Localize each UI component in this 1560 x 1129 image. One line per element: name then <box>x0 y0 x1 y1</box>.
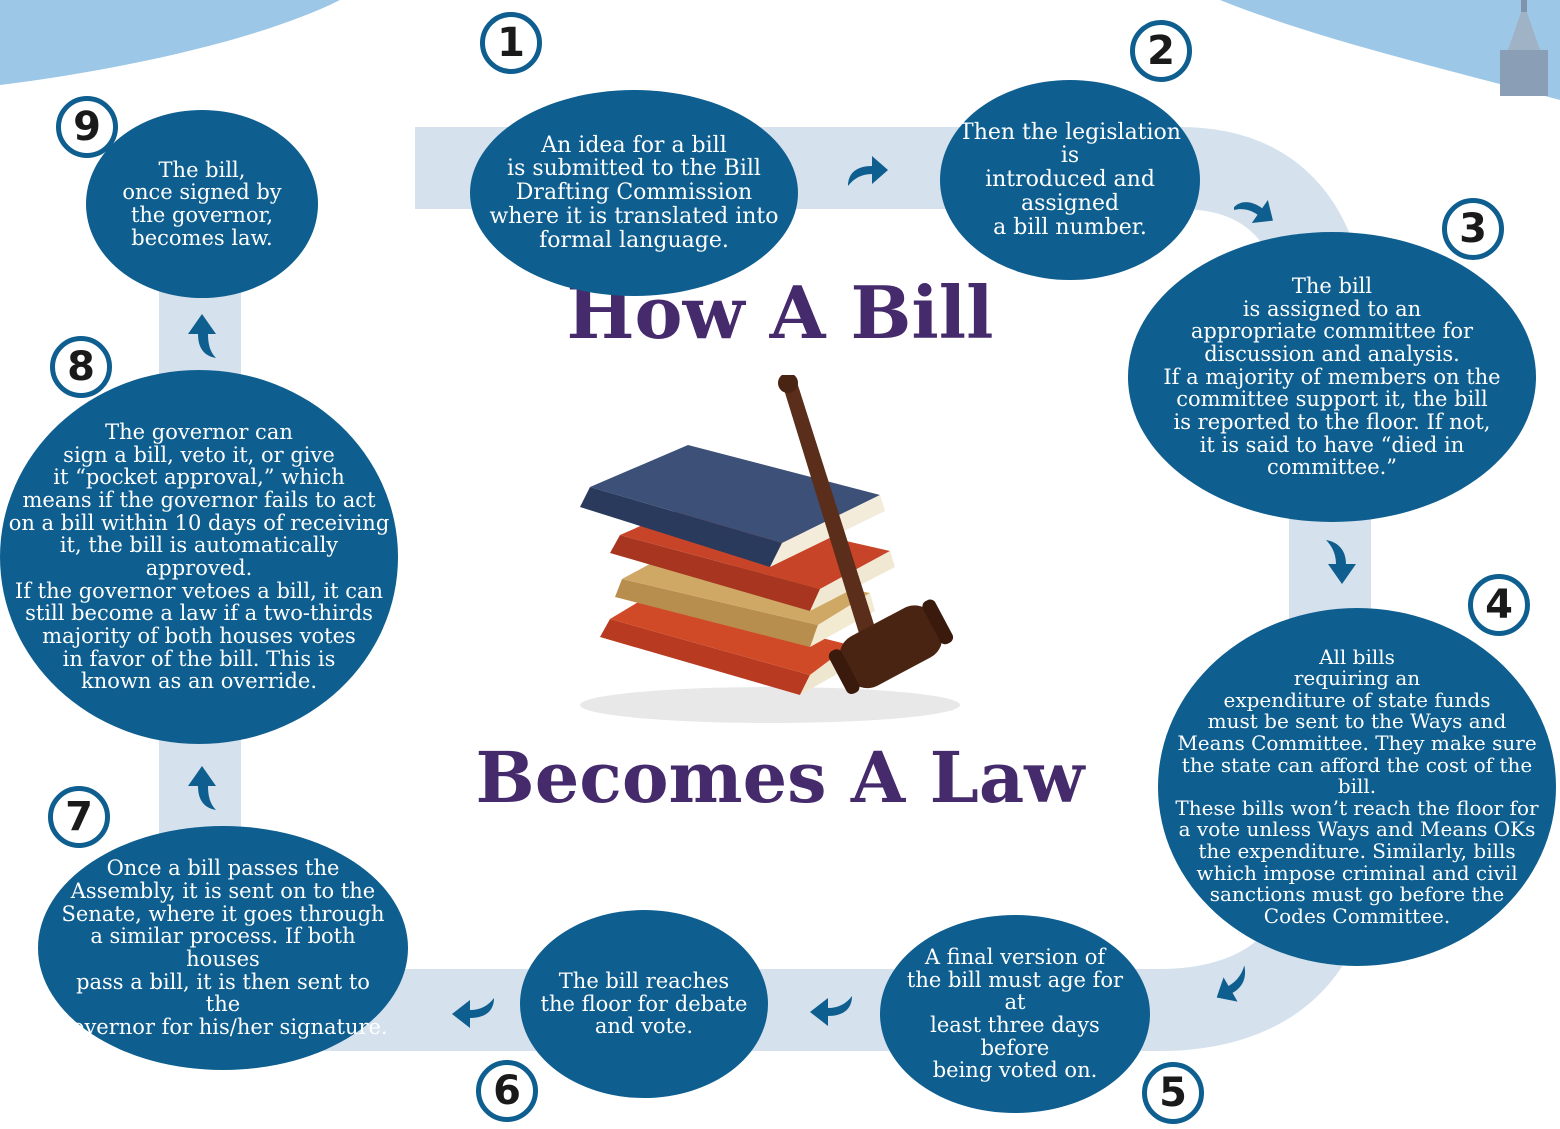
step-7-bubble: Once a bill passes the Assembly, it is s… <box>38 826 408 1070</box>
arrow-left-icon <box>810 996 852 1026</box>
sky-top-left <box>0 0 340 85</box>
step-9-bubble: The bill, once signed by the governor, b… <box>86 110 318 298</box>
step-2-bubble: Then the legislation is introduced and a… <box>940 80 1200 280</box>
arrow-right-icon <box>848 156 888 186</box>
books-and-gavel-illustration <box>580 375 960 723</box>
step-5-bubble: A final version of the bill must age for… <box>880 915 1150 1113</box>
step-7-badge: 7 <box>48 786 110 848</box>
step-6-bubble: The bill reaches the floor for debate an… <box>520 910 768 1098</box>
arrow-down-right-icon <box>1234 200 1273 223</box>
step-4-bubble: All bills requiring an expenditure of st… <box>1158 608 1556 966</box>
step-1-badge: 1 <box>480 12 542 74</box>
step-5-badge: 5 <box>1142 1062 1204 1124</box>
capitol-dome-graphic <box>1500 0 1548 96</box>
step-3-badge: 3 <box>1442 198 1504 260</box>
sky-top-right <box>1220 0 1560 100</box>
step-6-badge: 6 <box>476 1060 538 1122</box>
arrow-down-left-icon <box>1216 965 1246 1002</box>
title-line-2: Becomes A Law <box>475 736 1085 819</box>
arrow-up-icon <box>188 766 216 810</box>
step-8-badge: 8 <box>50 336 112 398</box>
step-2-badge: 2 <box>1130 20 1192 82</box>
step-1-bubble: An idea for a bill is submitted to the B… <box>470 90 798 296</box>
step-3-bubble: The bill is assigned to an appropriate c… <box>1128 232 1536 522</box>
arrow-left-icon <box>452 998 494 1028</box>
step-8-bubble: The governor can sign a bill, veto it, o… <box>0 370 398 744</box>
arrow-down-icon <box>1326 540 1356 584</box>
step-9-badge: 9 <box>56 96 118 158</box>
step-4-badge: 4 <box>1468 574 1530 636</box>
arrow-up-icon <box>188 314 216 358</box>
